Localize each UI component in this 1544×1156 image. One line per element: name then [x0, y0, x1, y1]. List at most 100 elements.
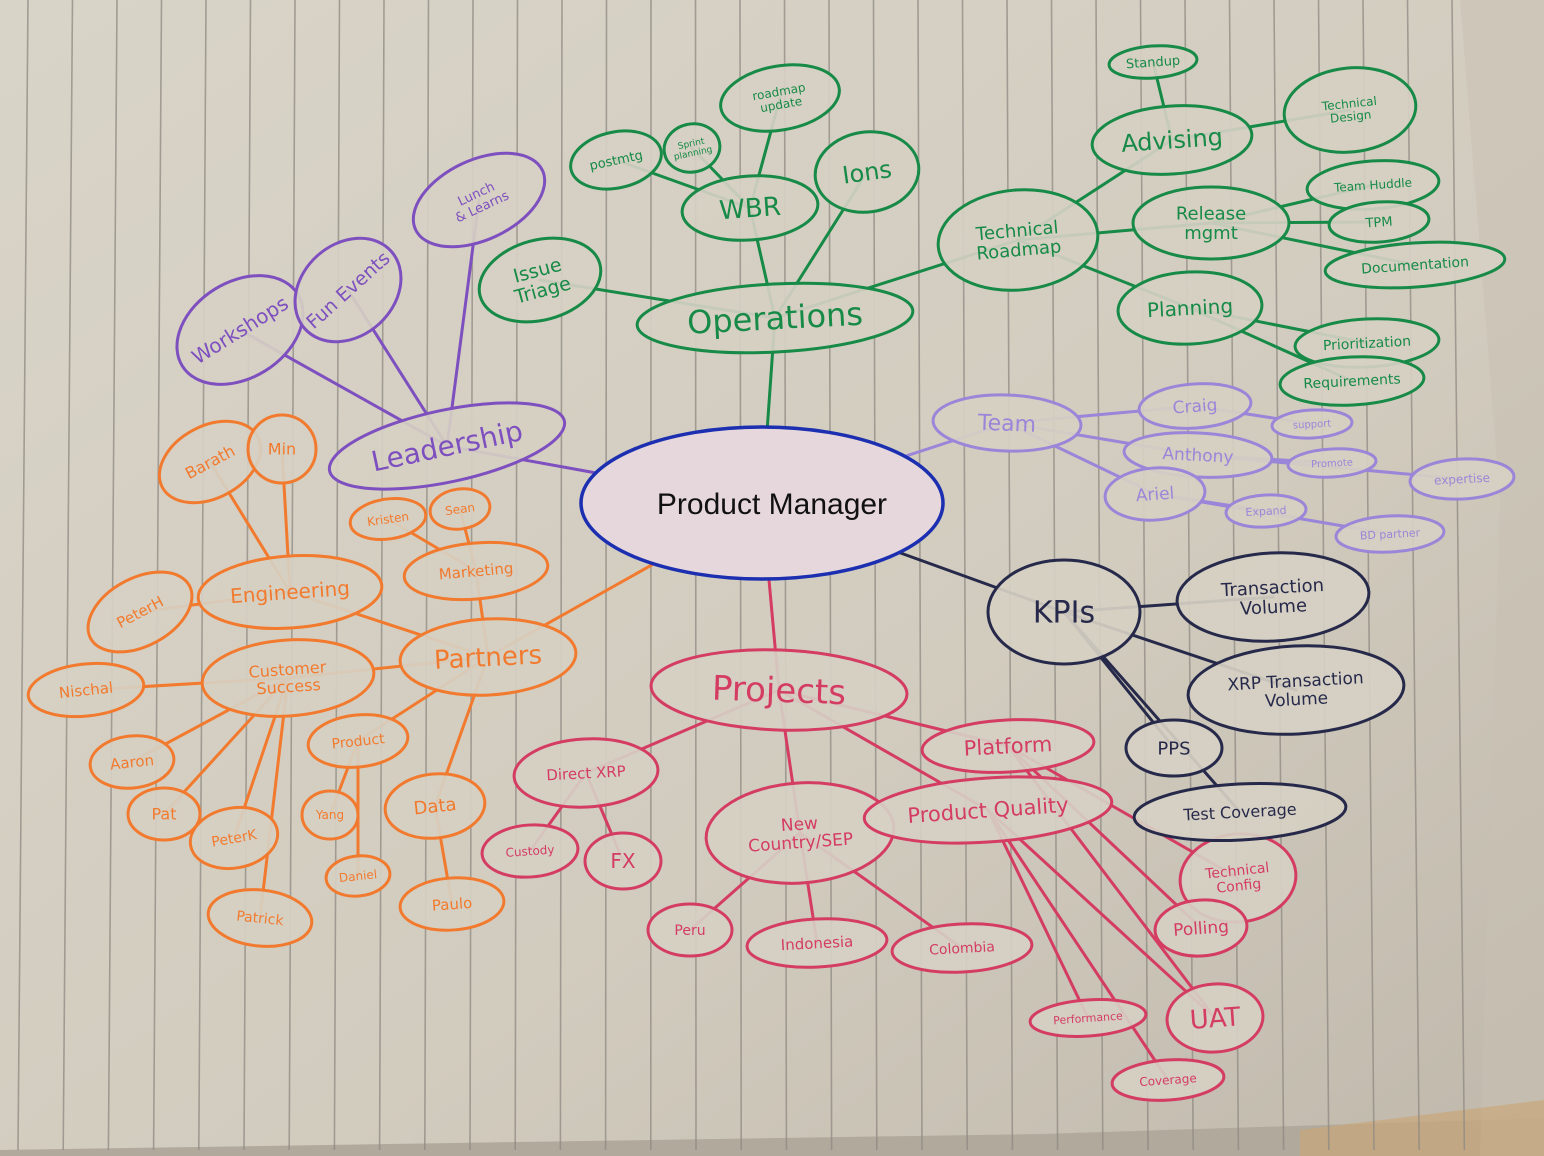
- node-technical-design: TechnicalDesign: [1282, 66, 1418, 154]
- center-node-shape: [579, 425, 945, 581]
- node-standup: Standup: [1107, 44, 1199, 80]
- node-label: Prioritization: [1323, 334, 1412, 355]
- node-label: Operations: [686, 295, 864, 342]
- node-product-quality: Product Quality: [862, 775, 1114, 845]
- node-shape: [1090, 104, 1254, 176]
- node-team-huddle: Team Huddle: [1305, 159, 1441, 211]
- node-shape: [1175, 551, 1371, 643]
- node-shape: [1131, 185, 1291, 261]
- node-label: Craig: [1172, 395, 1218, 418]
- node-shape: [719, 63, 841, 133]
- node-colombia: Colombia: [890, 922, 1034, 974]
- node-engineering: Engineering: [196, 554, 384, 630]
- node-marketing: Marketing: [402, 540, 550, 602]
- node-shape: [1028, 998, 1148, 1038]
- node-shape: [936, 188, 1100, 292]
- node-label: TechnicalConfig: [1203, 860, 1271, 898]
- node-fx: FX: [583, 831, 663, 891]
- node-label: Anthony: [1162, 444, 1234, 468]
- node-documentation: Documentation: [1323, 240, 1507, 290]
- node-shape: [126, 786, 202, 842]
- node-shape: [1116, 270, 1264, 346]
- node-shape: [480, 823, 580, 879]
- node-shape: [477, 236, 603, 324]
- node-expertise: expertise: [1408, 457, 1516, 501]
- node-label: FX: [610, 849, 636, 873]
- node-shape: [1334, 514, 1446, 554]
- node-shape: [188, 805, 280, 871]
- node-label: Partners: [433, 640, 542, 676]
- node-shape: [635, 281, 915, 355]
- node-shape: [411, 151, 547, 249]
- node-customer-success: CustomerSuccess: [200, 638, 376, 718]
- node-shape: [383, 772, 487, 840]
- node-label: Kristen: [366, 509, 410, 529]
- node-shape: [1132, 781, 1348, 843]
- node-label: PeterK: [210, 827, 258, 851]
- node-shape: [813, 130, 921, 214]
- node-shape: [1408, 457, 1516, 501]
- node-partners: Partners: [398, 617, 578, 697]
- ruled-line: [17, 0, 29, 1151]
- node-label: Projects: [711, 669, 846, 714]
- node-kristen: Kristen: [348, 497, 428, 541]
- edge-product-quality-to-performance: [986, 808, 1090, 1020]
- node-shape: [862, 775, 1114, 845]
- node-team: Team: [931, 393, 1083, 453]
- node-label: Min: [268, 440, 296, 459]
- node-technical-roadmap: TechnicalRoadmap: [936, 188, 1100, 292]
- node-label: Ariel: [1135, 484, 1175, 507]
- ruled-line: [1139, 0, 1149, 1151]
- node-shape: [1110, 1058, 1226, 1102]
- node-roadmap-update: roadmapupdate: [719, 63, 841, 133]
- node-aaron: Aaron: [88, 734, 176, 790]
- node-tpm: TPM: [1327, 200, 1431, 244]
- ruled-line: [62, 0, 74, 1151]
- node-shape: [398, 617, 578, 697]
- node-operations: Operations: [635, 281, 915, 355]
- node-shape: [402, 540, 550, 602]
- node-shape: [348, 497, 428, 541]
- node-label: Paulo: [431, 894, 473, 915]
- node-label: Planning: [1146, 294, 1233, 322]
- node-shape: [646, 902, 734, 958]
- node-shape: [680, 174, 820, 242]
- ruled-line: [198, 0, 207, 1151]
- node-pat: Pat: [126, 786, 202, 842]
- node-advising: Advising: [1090, 104, 1254, 176]
- node-issue-triage: IssueTriage: [477, 236, 603, 324]
- node-label: PPS: [1157, 738, 1190, 759]
- node-test-coverage: Test Coverage: [1132, 781, 1348, 843]
- node-patrick: Patrick: [206, 888, 314, 948]
- node-label: Custody: [505, 843, 555, 860]
- node-shape: [306, 713, 410, 769]
- node-uat: UAT: [1165, 982, 1265, 1054]
- node-label: Performance: [1053, 1009, 1124, 1027]
- node-label: Ions: [841, 155, 894, 190]
- node-label: Data: [413, 794, 458, 819]
- node-label: expertise: [1434, 471, 1491, 488]
- node-shape: [649, 648, 909, 732]
- node-label: Documentation: [1361, 254, 1470, 277]
- node-fun-events: Fun Events: [293, 236, 403, 344]
- node-label: Standup: [1125, 54, 1180, 73]
- node-coverage: Coverage: [1110, 1058, 1226, 1102]
- node-direct-xrp: Direct XRP: [512, 737, 660, 809]
- node-label: TechnicalRoadmap: [974, 217, 1062, 265]
- node-label: Patrick: [236, 908, 286, 929]
- node-shape: [1282, 66, 1418, 154]
- desk-corner: [1300, 1100, 1544, 1156]
- node-label: Nischal: [58, 679, 114, 703]
- node-postmortem: postmtg: [569, 129, 663, 191]
- node-indonesia: Indonesia: [745, 917, 889, 969]
- node-promote: Promote: [1286, 447, 1378, 479]
- node-peter-k: PeterK: [188, 805, 280, 871]
- node-shape: [1323, 240, 1507, 290]
- node-label: Platform: [963, 732, 1053, 761]
- node-sprint-planning: Sprintplanning: [662, 122, 722, 174]
- node-label: Peru: [674, 923, 705, 939]
- node-label: Aaron: [109, 751, 155, 773]
